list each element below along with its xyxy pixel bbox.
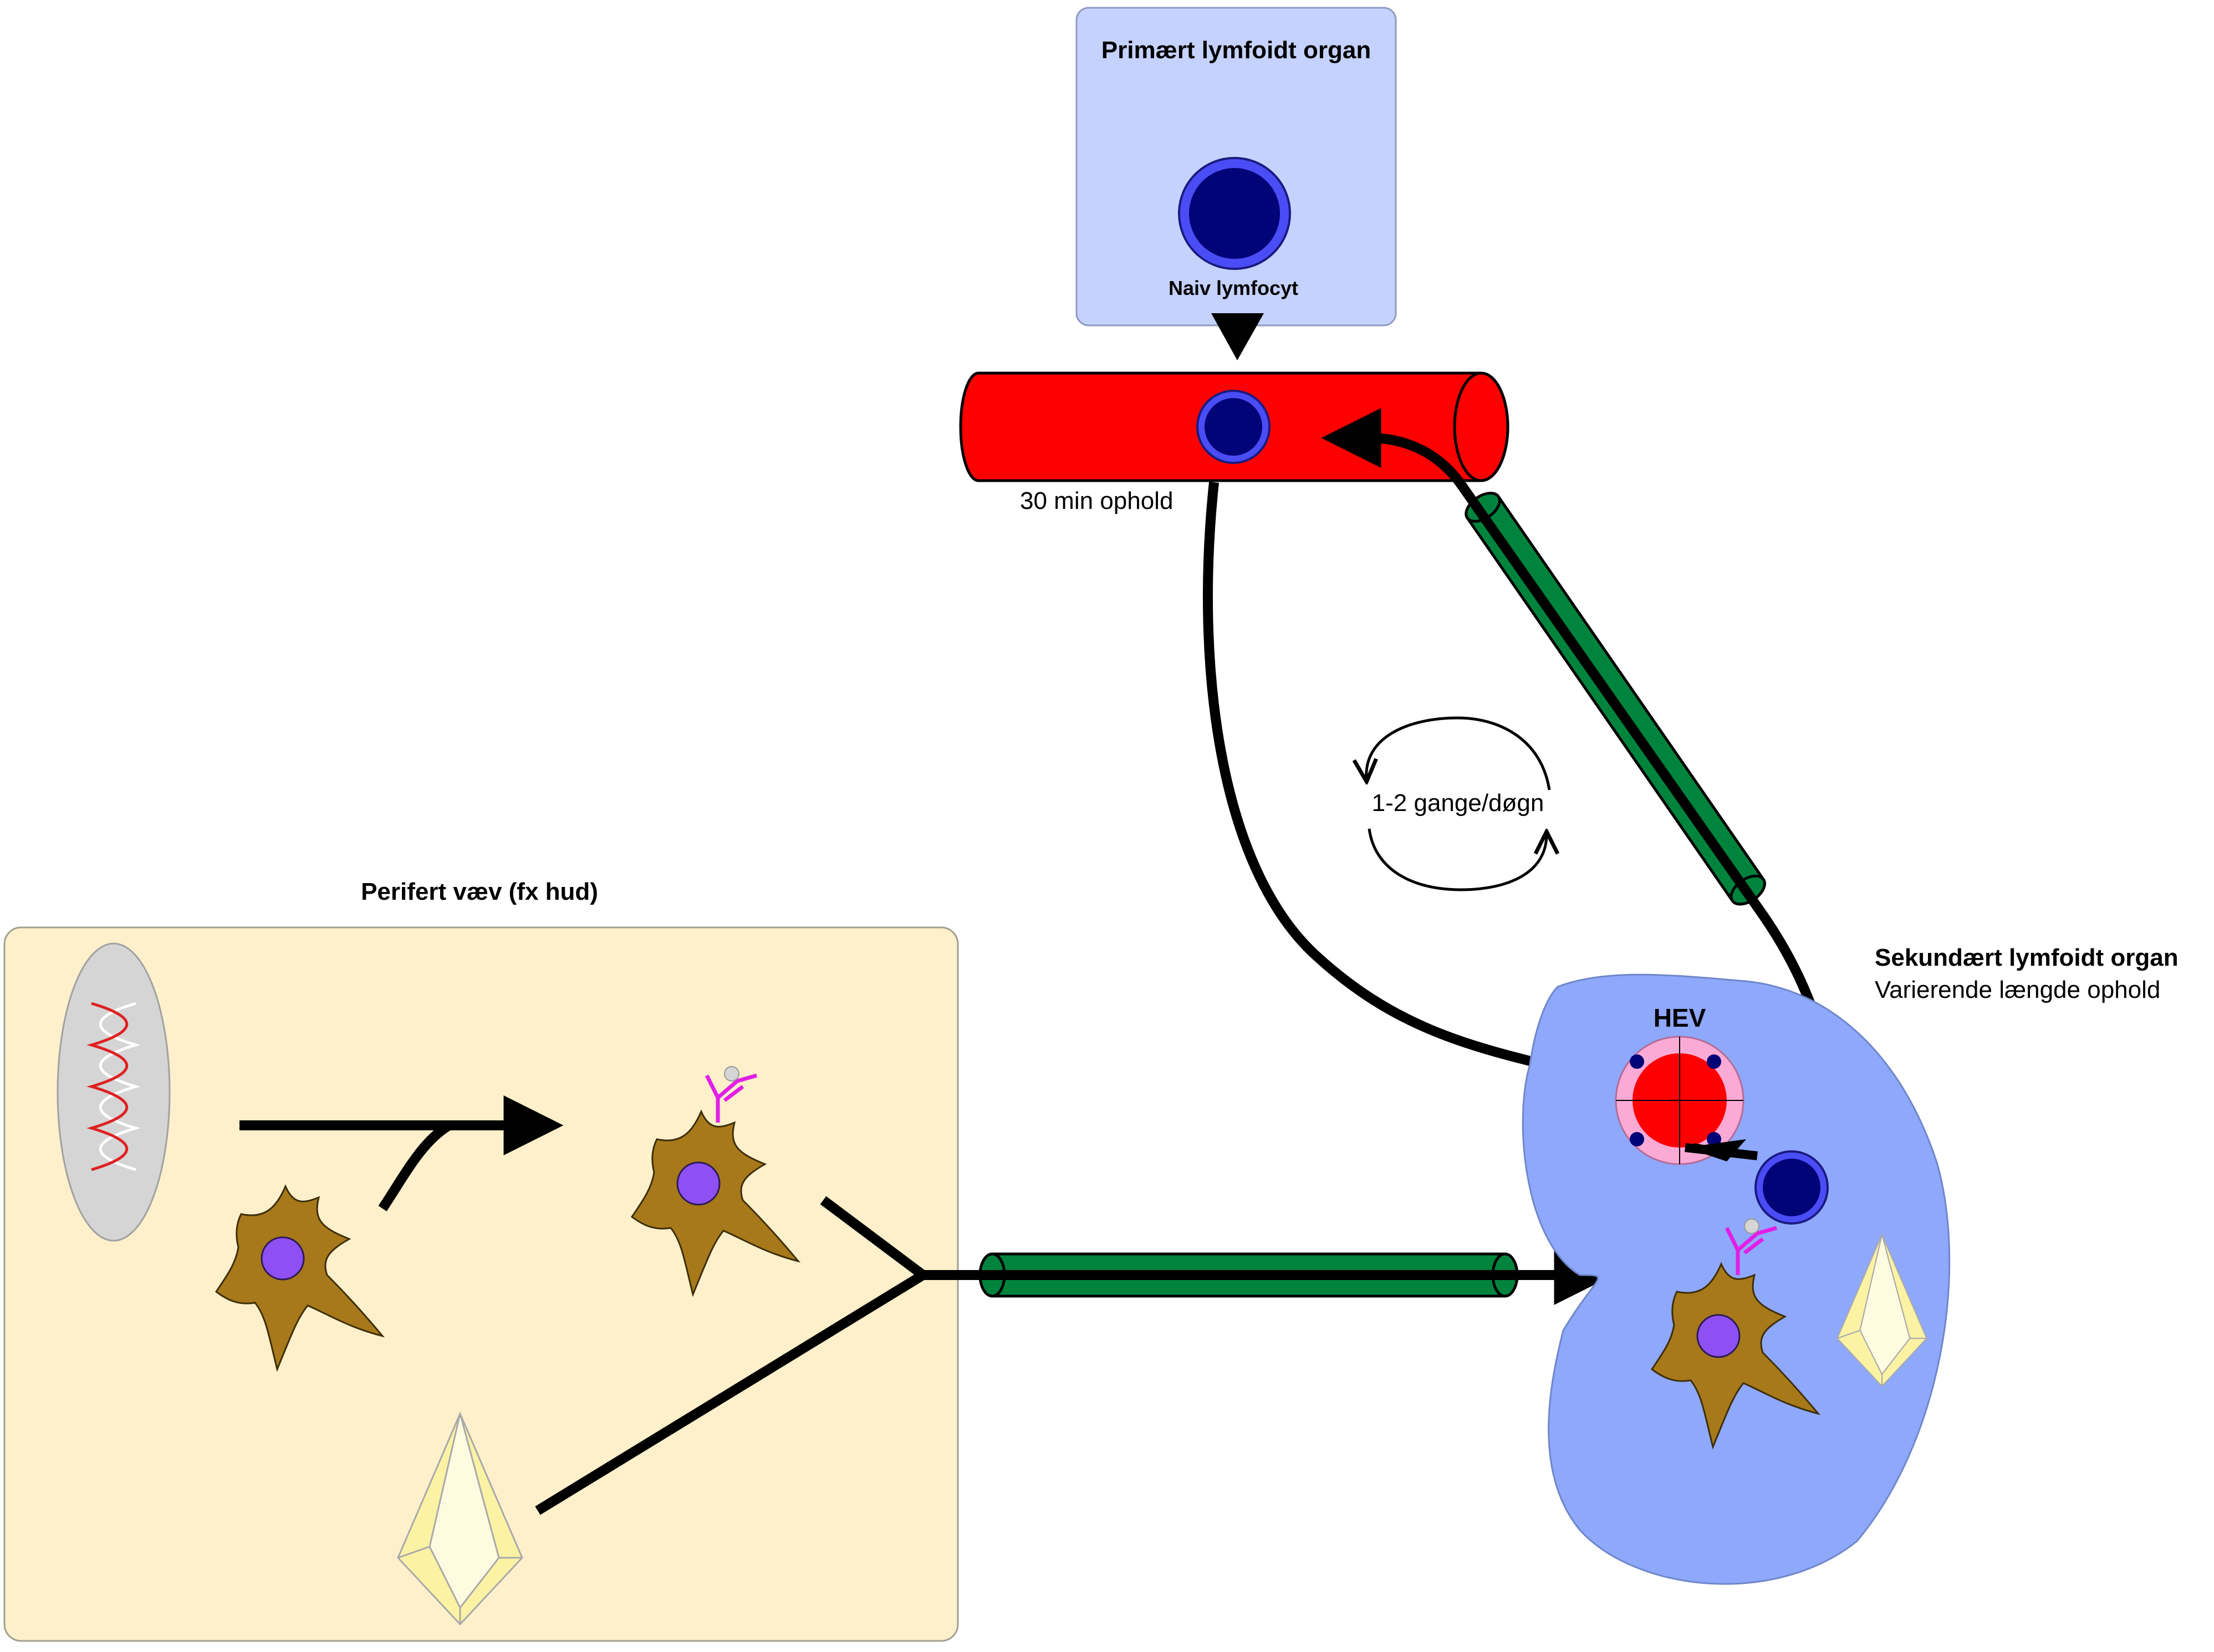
blood-to-hev-arrow	[1202, 482, 1601, 1094]
secondary-organ-stay: Varierende længde ophold	[1875, 976, 2160, 1003]
hev-exit-line	[1685, 1143, 1758, 1160]
crystal-line	[535, 1271, 926, 1515]
secondary-organ-title: Sekundært lymfoidt organ	[1875, 944, 2179, 971]
primary-to-blood-arrowhead	[1211, 313, 1264, 360]
organ-lymphocyte-icon	[1754, 1150, 1829, 1225]
blood-lymphocyte-icon	[1196, 390, 1271, 464]
hev-label: HEV	[1654, 1003, 1706, 1032]
cycle-arrows-icon	[1366, 716, 1549, 891]
dna-pathogen-icon	[57, 942, 171, 1242]
activated-cell-line	[820, 1196, 926, 1279]
naive-lymphocyte-icon	[1178, 157, 1291, 270]
primary-organ-title: Primært lymfoidt organ	[1101, 37, 1371, 64]
blood-stay-label: 30 min ophold	[1020, 487, 1173, 514]
naive-lymphocyte-label: Naiv lymfocyt	[1169, 277, 1298, 299]
cell-to-maturation-line	[378, 1121, 452, 1211]
hev-icon	[1615, 1036, 1744, 1165]
cycle-label: 1-2 gange/døgn	[1372, 789, 1544, 817]
peripheral-tissue-title: Perifert væv (fx hud)	[361, 878, 598, 905]
